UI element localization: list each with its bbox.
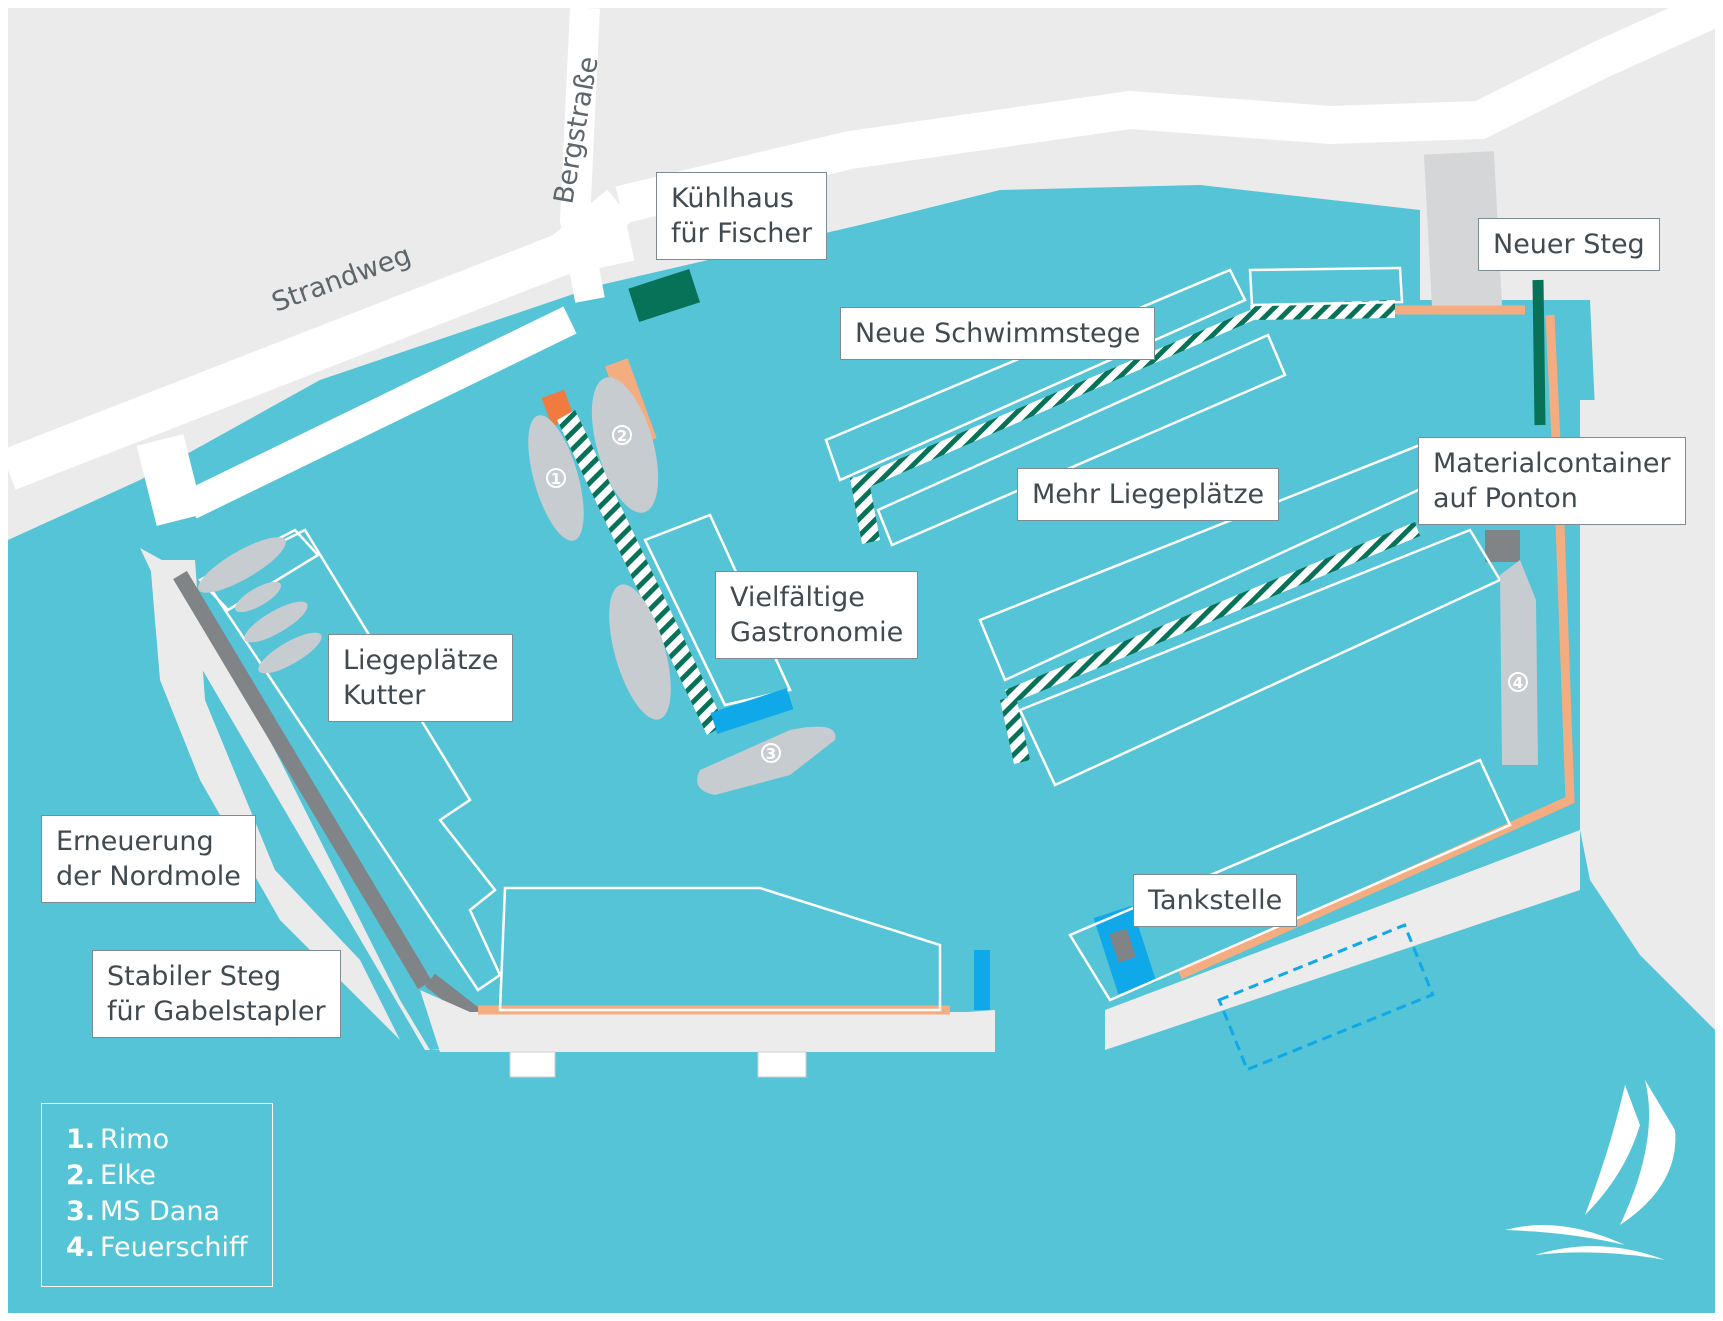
label-schwimmstege: Neue Schwimmstege: [840, 307, 1156, 360]
floating-pier-3: [1005, 522, 1420, 704]
south-quay: [420, 990, 995, 1052]
land-north: [8, 8, 1715, 540]
floating-pier-1: [557, 410, 725, 735]
road-north-east: [615, 0, 1723, 224]
neuer-steg-pier: [1532, 279, 1546, 426]
label-mehr-liegeplaetze: Mehr Liegeplätze: [1017, 468, 1280, 521]
ship-1: 1: [528, 415, 584, 541]
kutter-boats: [198, 537, 322, 674]
ship-2: 2: [591, 377, 659, 513]
east-quay: [1105, 830, 1580, 1050]
ship-4: 4: [1500, 560, 1538, 765]
sailboat-icon: [1505, 1080, 1676, 1260]
ship-number-4: 4: [1513, 674, 1523, 692]
legend-item-1: 1.Rimo: [66, 1124, 170, 1155]
label-neuer-steg: Neuer Steg: [1478, 218, 1660, 271]
label-tankstelle: Tankstelle: [1133, 874, 1298, 927]
ship-number-3: 3: [766, 745, 776, 763]
ship-number-2: 2: [617, 427, 627, 445]
ship-number-1: 1: [551, 470, 561, 488]
land-east: [1580, 400, 1715, 1030]
kuehlhaus-building: [628, 268, 700, 323]
ship-3: 3: [697, 688, 836, 795]
nordmole: [173, 570, 432, 990]
legend-item-4: 4.Feuerschiff: [66, 1232, 248, 1263]
legend-item-2: 2.Elke: [66, 1160, 156, 1191]
legend: 1.Rimo 2.Elke 3.MS Dana 4.Feuerschiff: [41, 1103, 273, 1287]
land-west-pier: [140, 548, 995, 1050]
boat-unnamed: [609, 584, 671, 720]
legend-item-3: 3.MS Dana: [66, 1196, 221, 1227]
